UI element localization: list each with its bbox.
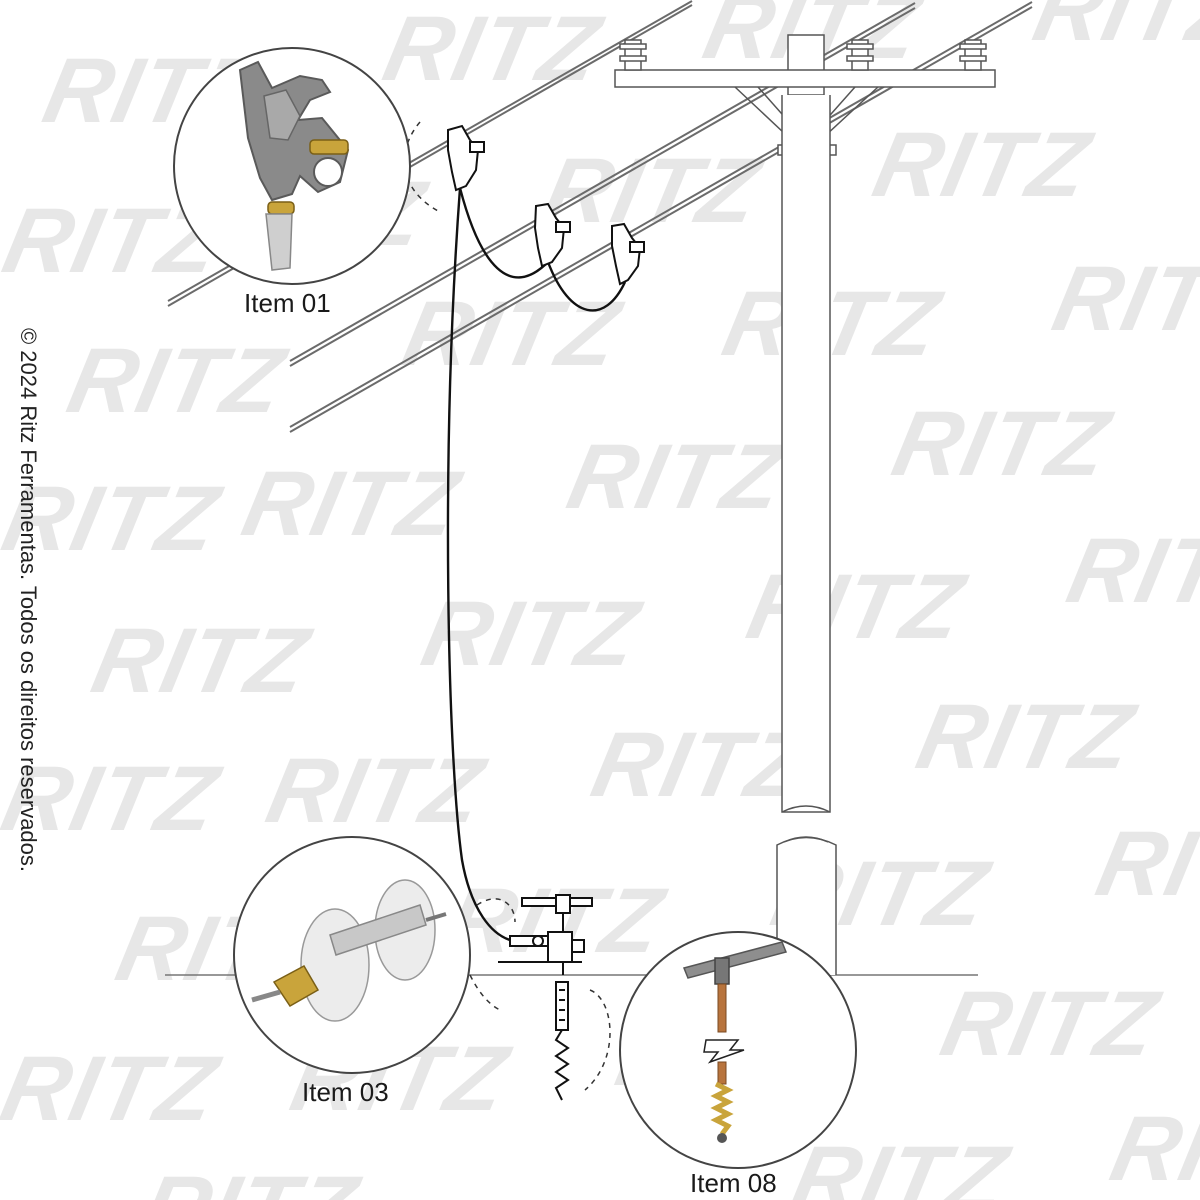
- watermark-text: RITZ: [1103, 1097, 1200, 1200]
- watermark-text: RITZ: [559, 425, 794, 528]
- watermark-text: RITZ: [60, 329, 295, 432]
- watermark-text: RITZ: [783, 1127, 1018, 1200]
- watermark-text: RITZ: [414, 582, 649, 685]
- callout-item-08: [619, 931, 857, 1169]
- watermark-text: RITZ: [1026, 0, 1200, 60]
- item-08-label: Item 08: [690, 1168, 777, 1198]
- callout-item-03: [233, 836, 471, 1074]
- watermark-text: RITZ: [933, 972, 1168, 1075]
- watermark-text: RITZ: [395, 282, 630, 385]
- watermark-text: RITZ: [1059, 519, 1200, 622]
- watermark-text: RITZ: [584, 713, 819, 816]
- watermark-text: RITZ: [84, 609, 319, 712]
- watermark-text: RITZ: [865, 113, 1100, 216]
- ground-clamp-assembly: [498, 894, 593, 975]
- grounding-cable: [446, 187, 627, 944]
- watermark-text: RITZ: [715, 272, 950, 375]
- ground-clamp-reel-icon: [251, 879, 447, 1022]
- item-03-label: Item 03: [302, 1077, 389, 1107]
- watermark-text: RITZ: [739, 555, 974, 658]
- watermark-text: RITZ: [1089, 812, 1200, 915]
- watermark-text: RITZ: [885, 392, 1120, 495]
- item-01-label: Item 01: [244, 288, 331, 318]
- copyright-notice: © 2024 Ritz Ferramentas. Todos os direit…: [16, 327, 41, 873]
- watermark-text: RITZ: [0, 1037, 228, 1140]
- utility-pole: [614, 34, 996, 975]
- watermark-text: RITZ: [909, 685, 1144, 788]
- callout-item-01: [173, 47, 411, 285]
- watermark-text: RITZ: [0, 467, 230, 570]
- watermark-text: RITZ: [0, 747, 229, 850]
- line-clamp-middle: [533, 202, 571, 268]
- line-clamp-icon: [238, 60, 350, 271]
- watermark-text: RITZ: [376, 0, 611, 100]
- ground-rod-assembly: [554, 981, 570, 1101]
- watermark-text: RITZ: [133, 1157, 368, 1200]
- line-clamp-left: [447, 124, 485, 192]
- line-clamp-right: [611, 222, 645, 286]
- ground-rod-icon: [682, 941, 788, 1143]
- watermark-text: RITZ: [1045, 247, 1200, 350]
- watermark-text: RITZ: [234, 452, 469, 555]
